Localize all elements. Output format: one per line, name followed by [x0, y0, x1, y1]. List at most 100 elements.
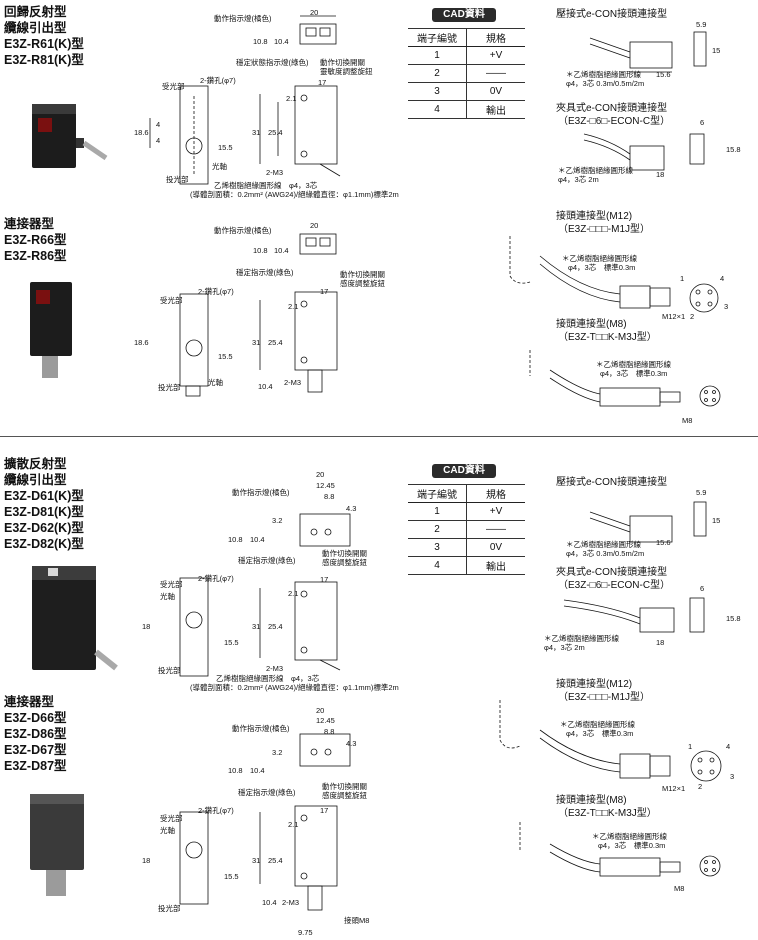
clamp-dim-b: 15.8 [726, 614, 741, 623]
dim-18: 18 [142, 856, 151, 865]
op-indicator-label: 動作指示燈(橘色) [214, 14, 272, 23]
clamp-dim-a: 6 [700, 584, 705, 593]
clamp-model: （E3Z-□6□-ECON-C型） [558, 116, 671, 127]
dim-31: 31 [252, 622, 261, 631]
m12-pin-3: 3 [730, 772, 735, 781]
m8-model: （E3Z-T□□K-M3J型） [558, 332, 657, 343]
clamp-dim-a: 6 [700, 118, 705, 127]
dim-9-75: 9.75 [298, 928, 313, 937]
dim-10-4: 10.4 [250, 766, 265, 775]
dim-25-4: 25.4 [268, 128, 283, 137]
econ-title: 壓接式e-CON接頭連接型 [556, 477, 668, 488]
optical-axis-label: 光軸 [212, 162, 227, 171]
dim-4a: 4 [156, 120, 161, 129]
dim-10-4: 10.4 [274, 246, 289, 255]
dim-20: 20 [316, 470, 325, 479]
cad-cell: 3 [408, 82, 467, 101]
stable-indicator-label: 穩定指示燈(綠色) [238, 556, 296, 565]
optical-axis-label: 光軸 [208, 378, 223, 387]
m12-model: （E3Z-□□□-M1J型） [558, 224, 651, 235]
clamp-note-1: ＊乙烯樹脂絕緣圓形線 [558, 166, 633, 175]
cable-note-2: (導體剖面積：0.2mm² (AWG24)/絕緣體直徑：φ1.1mm)標準2m [190, 190, 399, 199]
m12-pin-1: 1 [688, 742, 693, 751]
dim-18: 18 [142, 622, 151, 631]
dim-3-2: 3.2 [272, 516, 283, 525]
m12-title: 接頭連接型(M12) [556, 679, 633, 690]
dim-18-6: 18.6 [134, 128, 149, 137]
dim-20: 20 [310, 221, 319, 230]
clamp-dim-c: 18 [656, 170, 665, 179]
econ-drawing [589, 31, 707, 73]
section2-title: 擴散反射型 纜線引出型 E3Z-D61(K)型 E3Z-D81(K)型 E3Z-… [4, 457, 84, 551]
clamp-drawing [563, 597, 705, 633]
sensitivity-label: 感度調整旋鈕 [322, 791, 367, 800]
dim-10-8: 10.8 [228, 535, 243, 544]
m12-pin-4: 4 [720, 274, 725, 283]
product-photo-diffuse-cable [26, 560, 118, 680]
clamp-dim-c: 18 [656, 638, 665, 647]
product-photo-diffuse-connector [24, 790, 90, 900]
m12-pin-1: 1 [680, 274, 685, 283]
sensitivity-label: 感度調整旋鈕 [322, 558, 367, 567]
dim-15-5: 15.5 [218, 352, 233, 361]
cable-note-1: 乙烯樹脂絕緣圓形線 φ4，3芯 [216, 674, 320, 683]
dim-12-45: 12.45 [316, 716, 335, 725]
cad-cell: 1 [408, 502, 467, 521]
receiver-label: 受光部 [160, 580, 183, 589]
dim-20: 20 [316, 706, 325, 715]
m3-label: 2-M3 [284, 378, 302, 387]
dim-10-4b: 10.4 [262, 898, 277, 907]
op-indicator-label: 動作指示燈(橘色) [232, 488, 290, 497]
econ-dim-a: 5.9 [696, 20, 707, 29]
optical-axis-label: 光軸 [160, 592, 175, 601]
m3-label: 2-M3 [266, 664, 284, 673]
m8-title: 接頭連接型(M8) [556, 795, 627, 806]
econ-note-1: ＊乙烯樹脂絕緣圓形線 [566, 70, 641, 79]
section1-connector-title: 連接器型 E3Z-R66型 E3Z-R86型 [4, 217, 67, 263]
dim-3-2: 3.2 [272, 748, 283, 757]
dim-20: 20 [310, 8, 319, 17]
dim-10-4: 10.4 [250, 535, 265, 544]
cad-cell: 2 [408, 520, 467, 539]
m8-model: （E3Z-T□□K-M3J型） [558, 808, 657, 819]
stable-indicator-label: 穩定狀態指示燈(綠色) [236, 58, 309, 67]
econ-dim-b: 15 [712, 516, 721, 525]
dim-31: 31 [252, 128, 261, 137]
sensitivity-label: 感度調整旋鈕 [340, 279, 385, 288]
dim-15-5: 15.5 [224, 638, 239, 647]
section1-title: 回歸反射型 纜線引出型 E3Z-R61(K)型 E3Z-R81(K)型 [4, 5, 84, 67]
clamp-note-2: φ4，3芯 2m [544, 643, 585, 652]
cad-cell: 輸出 [466, 100, 525, 119]
mode-switch-label: 動作切換開關 [322, 549, 367, 558]
cad-header-spec: 規格 [466, 484, 525, 503]
cad-cell: +V [466, 46, 525, 65]
emitter-label: 投光部 [158, 666, 181, 675]
clamp-note-2: φ4，3芯 2m [558, 175, 599, 184]
dim-10-8: 10.8 [253, 246, 268, 255]
optical-axis-label: 光軸 [160, 826, 175, 835]
dim-15-5: 15.5 [218, 143, 233, 152]
mount-holes-label: 2-鑽孔(φ7) [200, 76, 236, 85]
cad-header-pin: 端子編號 [408, 484, 467, 503]
m8-title: 接頭連接型(M8) [556, 319, 627, 330]
dim-25-4: 25.4 [268, 856, 283, 865]
dim-15-5: 15.5 [224, 872, 239, 881]
m8-drawing [529, 350, 721, 407]
m8-size: M8 [682, 416, 693, 425]
m8-drawing [519, 822, 721, 877]
econ-dim-b: 15 [712, 46, 721, 55]
dim-10-8: 10.8 [228, 766, 243, 775]
econ-title: 壓接式e-CON接頭連接型 [556, 9, 668, 20]
clamp-drawing [583, 133, 705, 171]
dim-8-8: 8.8 [324, 492, 335, 501]
dim-12-45: 12.45 [316, 481, 335, 490]
op-indicator-label: 動作指示燈(橘色) [232, 724, 290, 733]
dimension-drawing-d61 [179, 513, 351, 677]
dim-4-3: 4.3 [346, 739, 357, 748]
dim-17: 17 [320, 575, 329, 584]
receiver-label: 受光部 [160, 814, 183, 823]
dim-18-6: 18.6 [134, 338, 149, 347]
clamp-title: 夾具式e-CON接頭連接型 [556, 103, 668, 114]
